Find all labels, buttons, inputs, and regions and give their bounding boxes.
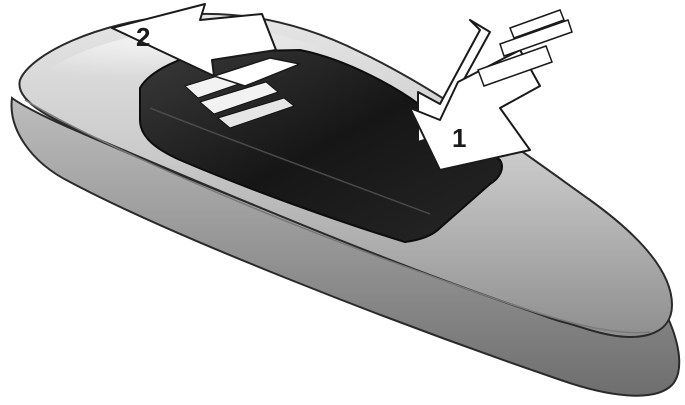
step-1-label: 1 bbox=[452, 123, 466, 153]
step-2-label: 2 bbox=[136, 22, 150, 52]
